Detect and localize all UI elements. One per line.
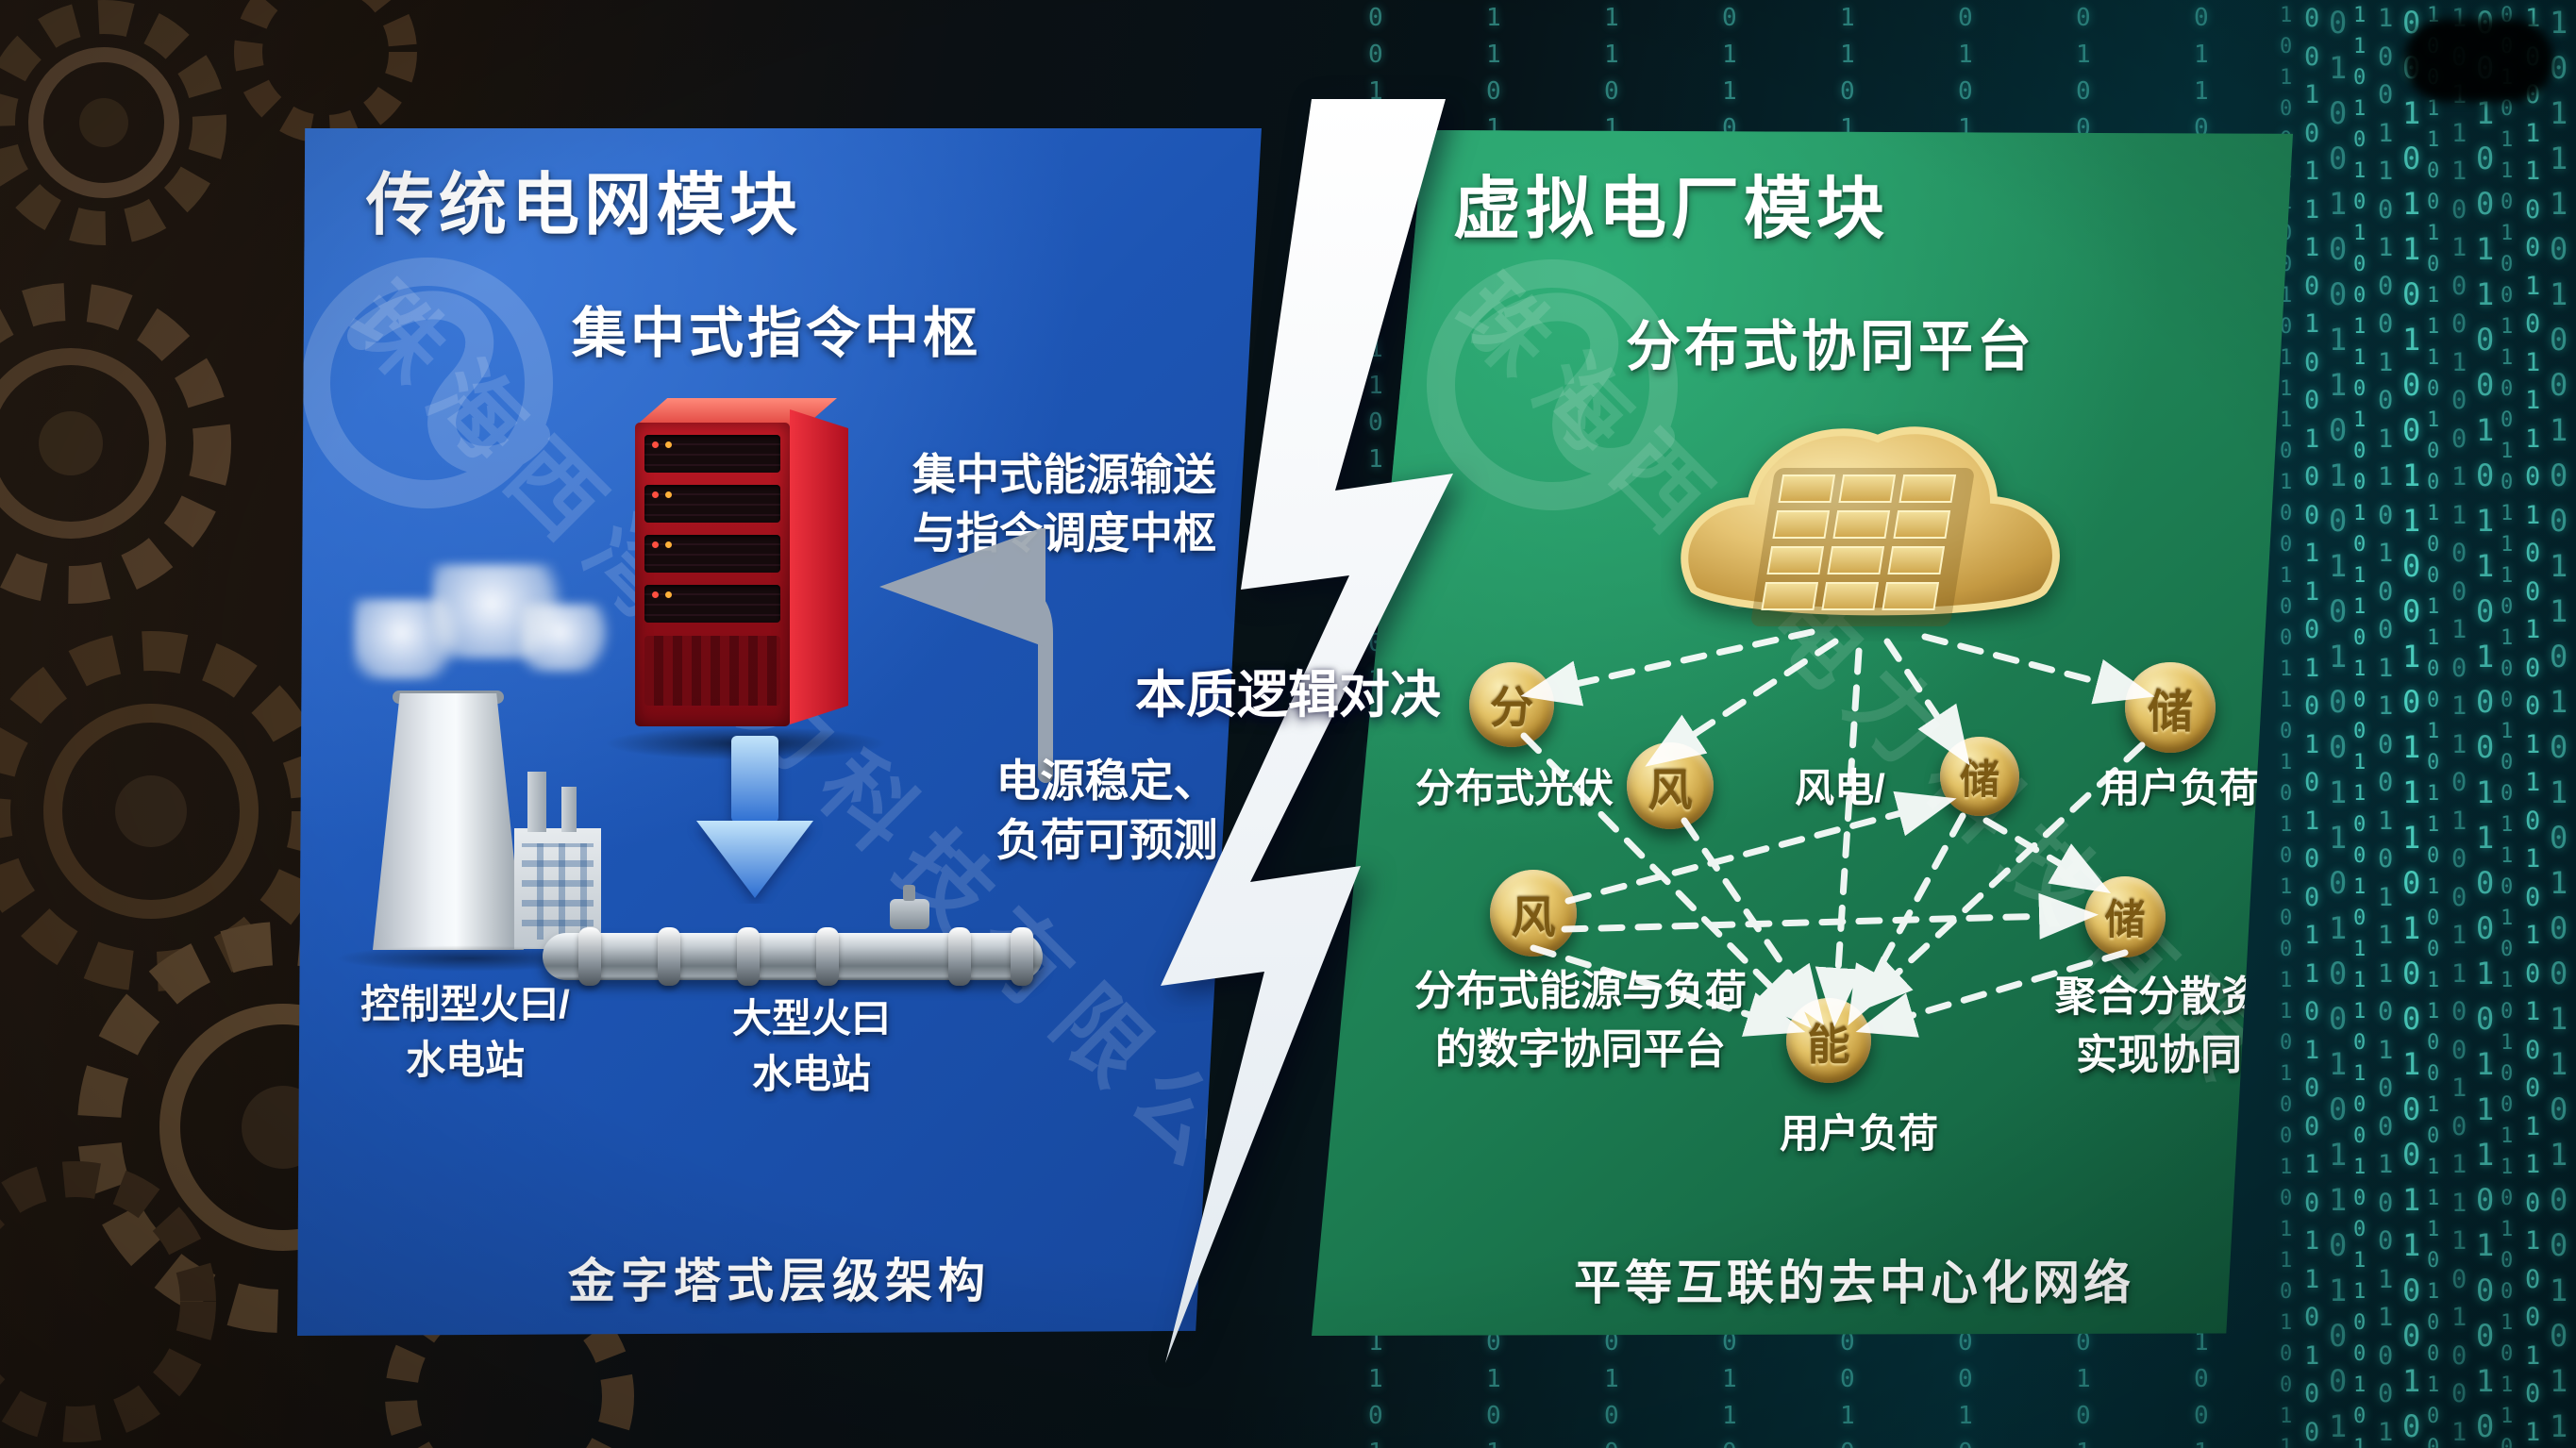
- cooling-tower: [373, 693, 524, 950]
- traditional-grid-panel: 珠海西湾电力科技有限公司 传统电网模块 集中式指令中枢 集中式能源输送 与指令调…: [297, 128, 1262, 1336]
- plant-label-line2: 水电站: [405, 1037, 525, 1082]
- left-panel-title: 传统电网模块: [366, 168, 803, 243]
- plant-label: 控制型火曰/ 水电站: [305, 977, 626, 1089]
- platform-label: 分布式能源与负荷 的数字协同平台: [1363, 962, 1798, 1080]
- stability-line2: 负荷可预测: [995, 815, 1218, 866]
- pipeline-icon: [543, 885, 1043, 1001]
- pipe-ring: [816, 927, 839, 986]
- platform-label-line1: 分布式能源与负荷: [1414, 968, 1747, 1014]
- pipe-ring: [1011, 927, 1033, 986]
- company-logo-watermark-icon: [302, 258, 553, 508]
- chimney-icon: [527, 772, 546, 832]
- pipe-ring: [948, 927, 971, 986]
- server-slot: [644, 585, 780, 623]
- platform-label-line2: 的数字协同平台: [1435, 1026, 1726, 1074]
- load-top-coin-glyph: 储: [2147, 688, 2193, 738]
- right-panel-heading: 分布式协同平台: [1625, 316, 2035, 377]
- gray-elbow-arrow-icon: [879, 528, 1053, 783]
- right-panel-title: 虚拟电厂模块: [1453, 172, 1890, 247]
- server-vent: [644, 636, 780, 706]
- divider-label: 本质逻辑对决: [1135, 667, 1441, 724]
- power-plant-icon: [321, 564, 615, 981]
- wind-label: 风电/: [1795, 766, 1885, 810]
- wind2-coin-glyph: 风: [1511, 891, 1556, 942]
- wind-coin-glyph: 风: [1648, 764, 1693, 815]
- pipe-label-line1: 大型火曰: [731, 996, 891, 1040]
- pipe-label-line2: 水电站: [751, 1051, 871, 1096]
- server-side-face: [790, 409, 848, 724]
- blue-down-arrow-icon: [696, 736, 813, 898]
- building-windows: [522, 843, 594, 940]
- left-panel-heading: 集中式指令中枢: [571, 303, 981, 364]
- pipe-label: 大型火曰 水电站: [661, 991, 962, 1103]
- pipe-ring: [578, 927, 601, 986]
- left-panel-footer: 金字塔式层级架构: [568, 1255, 991, 1307]
- smoke-icon: [521, 604, 615, 672]
- server-slot: [644, 435, 780, 473]
- right-panel-footer: 平等互联的去中心化网络: [1574, 1257, 2134, 1309]
- blurred-watermark: [2404, 19, 2553, 102]
- pipe-ring: [658, 927, 680, 986]
- server-slot: [644, 535, 780, 573]
- company-logo-watermark-icon: [1427, 259, 1678, 510]
- server-slot: [644, 485, 780, 523]
- load-bottom-coin-glyph: 能: [1807, 1020, 1850, 1069]
- pipe-ring: [737, 927, 760, 986]
- lightning-divider-icon: [1161, 99, 1453, 1363]
- server-front-face: [635, 423, 790, 726]
- stability-line1: 电源稳定、: [995, 756, 1218, 806]
- plant-label-line1: 控制型火曰/: [360, 982, 570, 1026]
- server-caption-line1: 集中式能源输送: [912, 450, 1216, 499]
- pipe-valve: [890, 885, 929, 929]
- stability-caption: 电源稳定、 负荷可预测: [918, 751, 1262, 871]
- pv-label: 分布式光伏: [1414, 766, 1614, 810]
- server-tower-icon: [604, 396, 887, 760]
- user-load-bottom-label: 用户负荷: [1779, 1111, 1938, 1156]
- mesh-network-lines: [1520, 628, 2155, 1038]
- chimney-icon: [561, 787, 577, 832]
- agg-coin-glyph: 储: [2104, 898, 2146, 943]
- wind2-node-coin: 风: [1490, 870, 1577, 957]
- aggregation-node-coin: 储: [2084, 876, 2166, 957]
- user-load-top-label: 用户负荷: [2099, 766, 2259, 810]
- energy-cloud-icon: [1681, 426, 2060, 626]
